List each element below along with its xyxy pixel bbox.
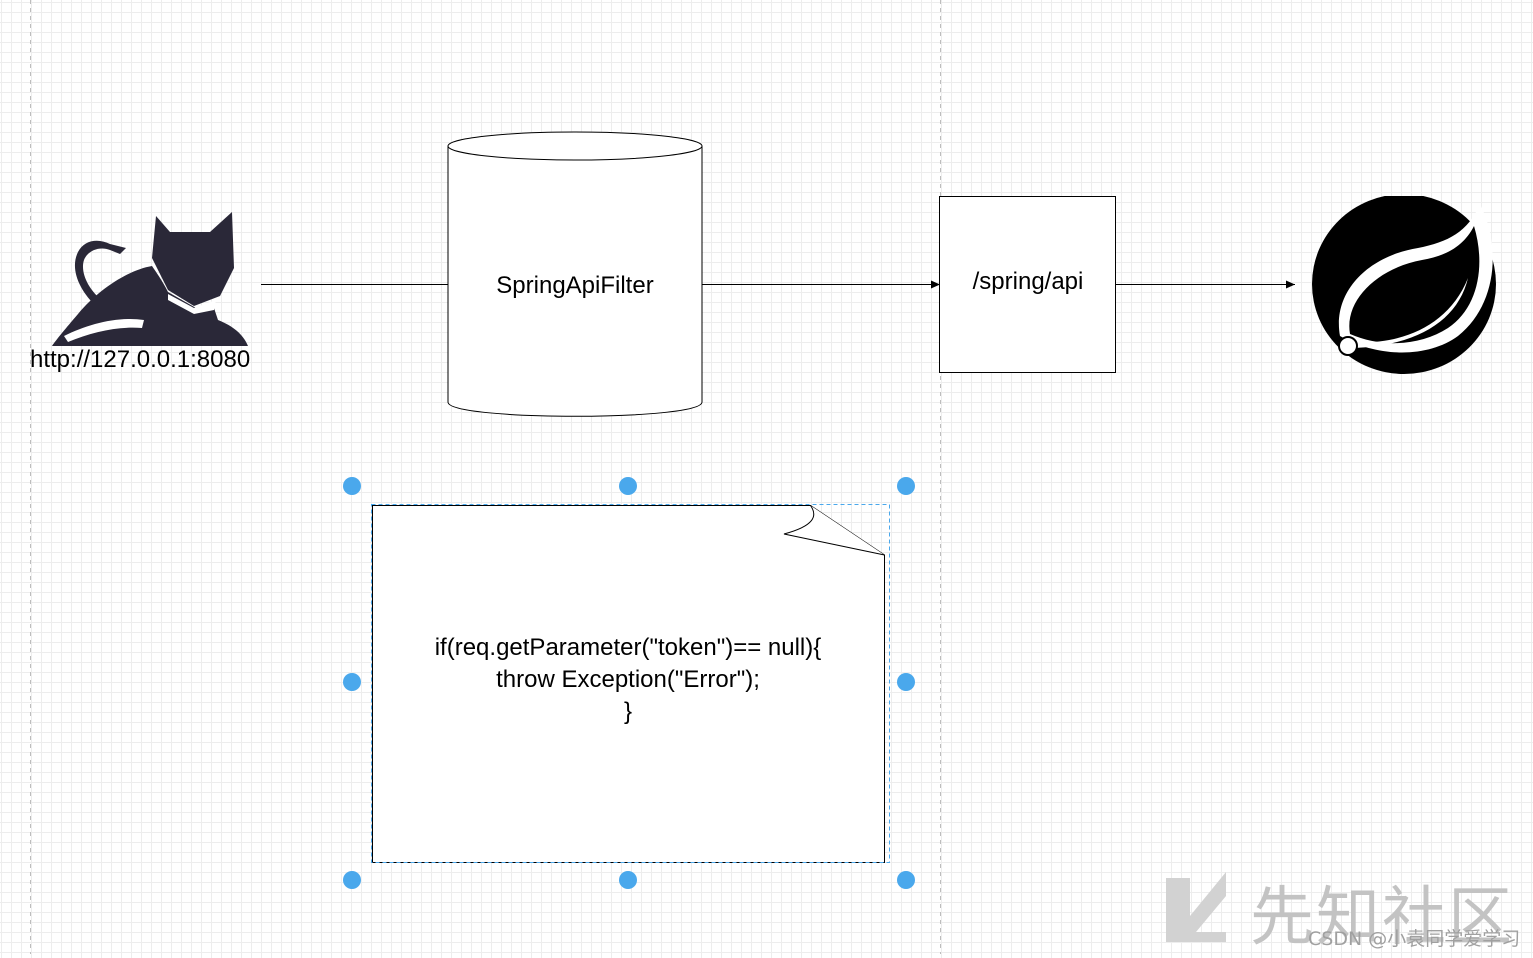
api-endpoint-label: /spring/api (972, 268, 1084, 295)
resize-handle-se[interactable] (897, 871, 915, 889)
selection-outline (371, 504, 890, 863)
spring-leaf-logo-icon[interactable] (1308, 196, 1504, 380)
watermark-credit: CSDN @小袁同学爱学习 (1308, 928, 1521, 950)
resize-handle-n[interactable] (619, 477, 637, 495)
tomcat-address-label: http://127.0.0.1:8080 (30, 346, 251, 373)
resize-handle-w[interactable] (343, 673, 361, 691)
resize-handle-ne[interactable] (897, 477, 915, 495)
resize-handle-nw[interactable] (343, 477, 361, 495)
code-note-text[interactable]: if(req.getParameter("token")== null){ th… (434, 634, 822, 725)
tomcat-cat-icon[interactable] (48, 208, 253, 348)
filter-cylinder-shape[interactable] (446, 130, 704, 420)
api-endpoint-box[interactable] (939, 196, 1117, 374)
resize-handle-sw[interactable] (343, 871, 361, 889)
resize-handle-s[interactable] (619, 871, 637, 889)
resize-handle-e[interactable] (897, 673, 915, 691)
watermark-logo-icon (1166, 872, 1226, 942)
filter-label: SpringApiFilter (496, 272, 654, 299)
code-note-shape[interactable] (366, 500, 896, 868)
watermark-text: 先知社区 (1250, 881, 1514, 955)
